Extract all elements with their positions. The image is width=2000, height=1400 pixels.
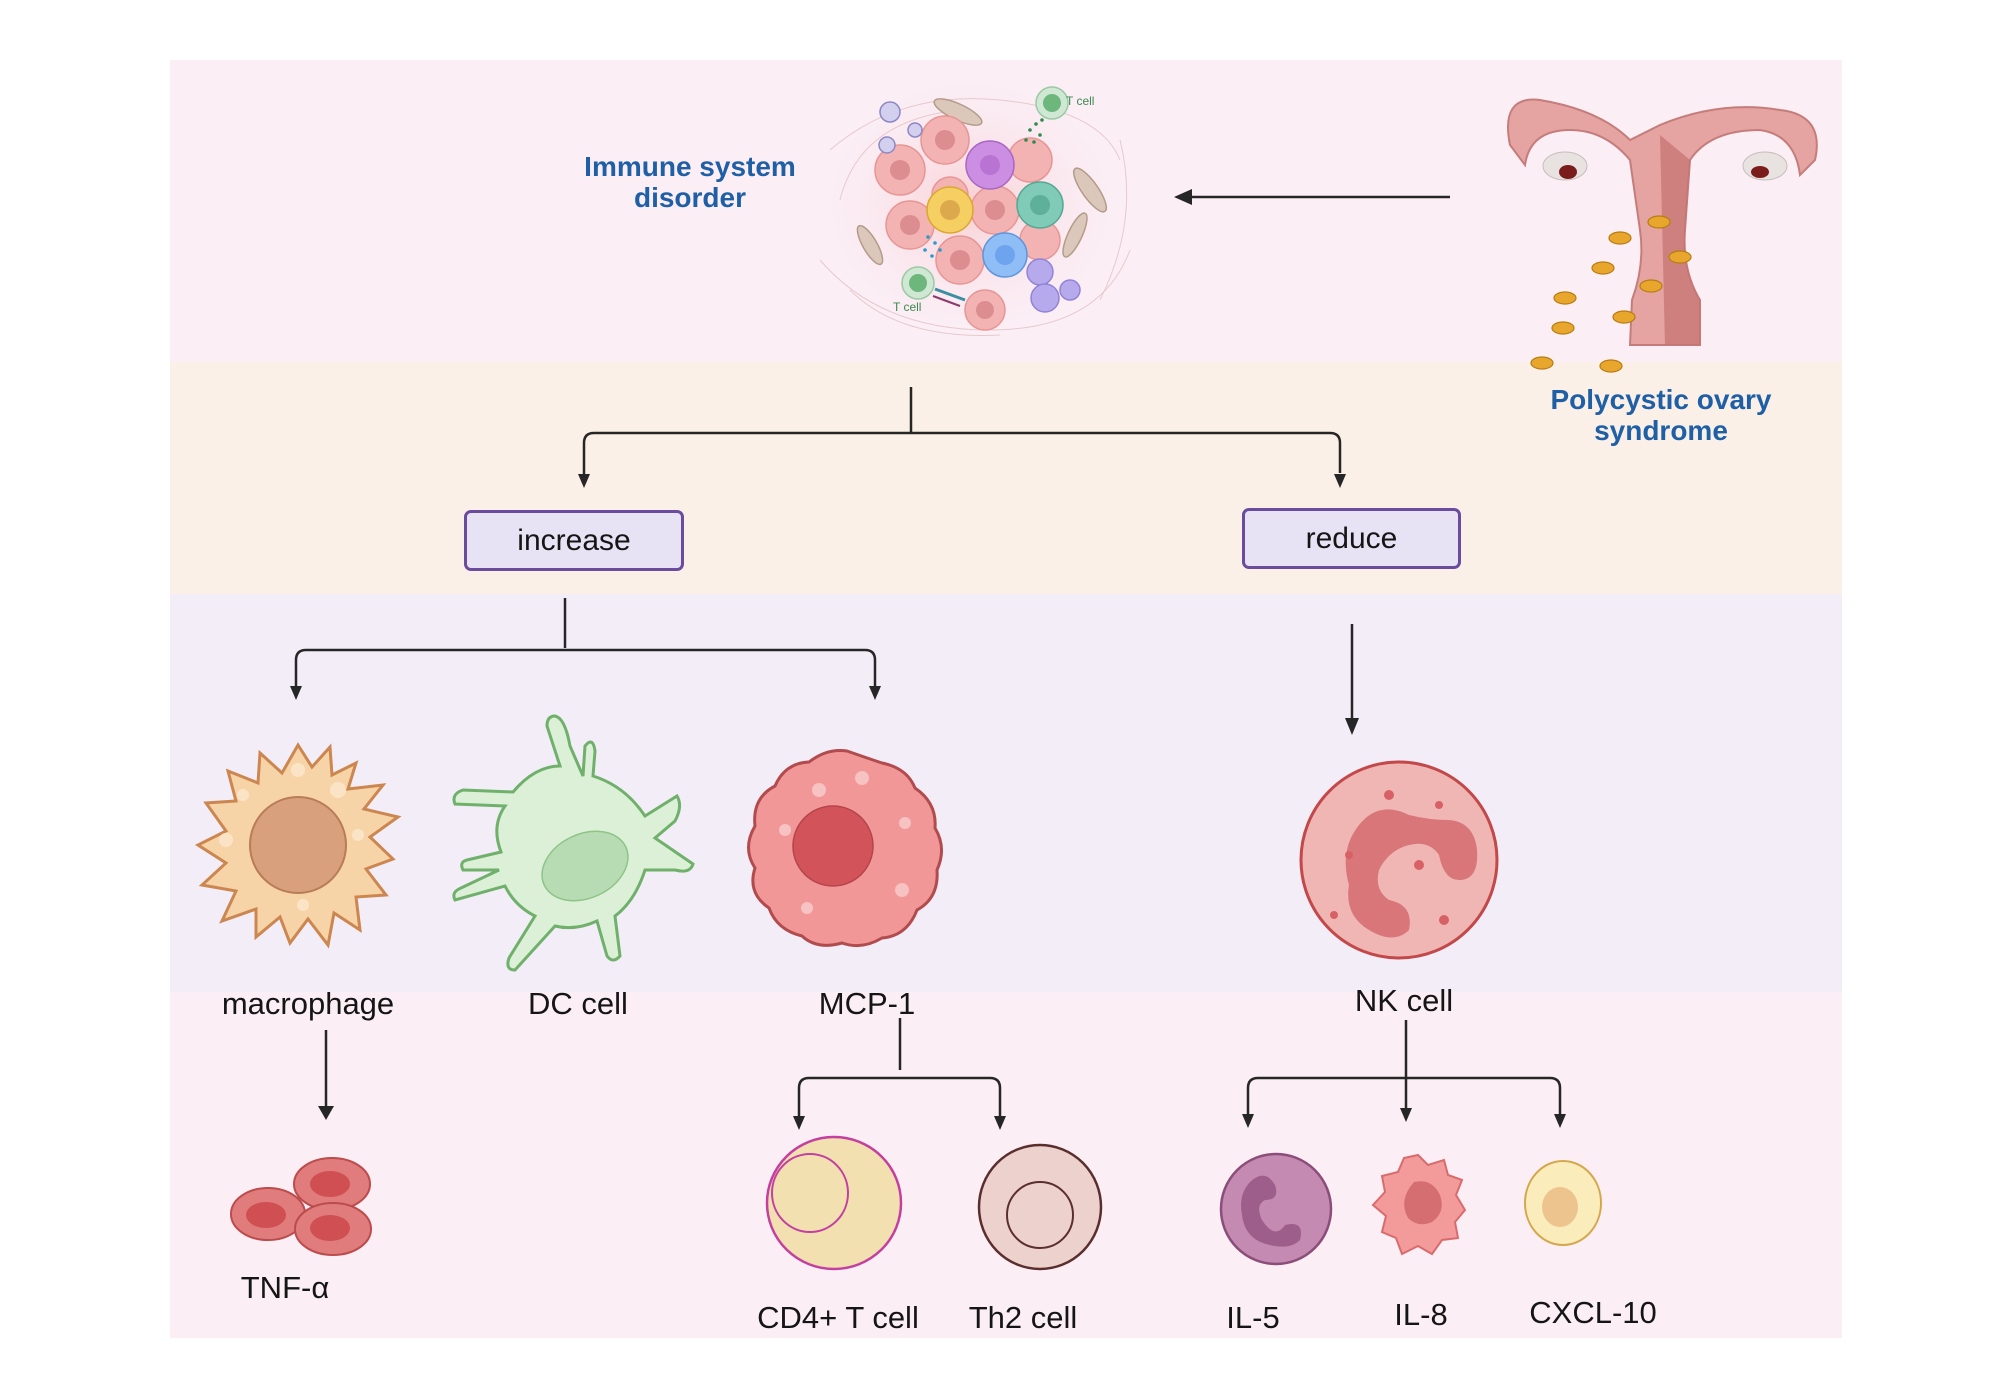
il8-cell-icon bbox=[1371, 1153, 1467, 1256]
uterus-ovary-illustration bbox=[1507, 98, 1818, 373]
red-blood-cells-icon bbox=[230, 1157, 372, 1256]
band-immune-cells bbox=[170, 594, 1842, 992]
il5-cell-icon bbox=[1219, 1152, 1333, 1266]
connectors bbox=[294, 195, 1562, 1120]
cd4-t-cell-label: CD4+ T cell bbox=[757, 1300, 919, 1335]
mcp1-cell-icon bbox=[747, 749, 943, 948]
pcos-title-line-1: Polycystic ovary bbox=[1550, 384, 1772, 415]
reduce-box: reduce bbox=[1242, 508, 1461, 569]
increase-box: increase bbox=[464, 510, 684, 571]
il8-label: IL-8 bbox=[1394, 1297, 1448, 1332]
t-cell-icon bbox=[901, 86, 1069, 307]
cxcl10-cell-icon bbox=[1524, 1160, 1602, 1246]
fibroblast-icon bbox=[856, 98, 1108, 266]
immune-system-disorder-title: Immune system disorder bbox=[584, 151, 796, 213]
cd4-t-cell-icon bbox=[765, 1135, 903, 1271]
arrowhead-left-icon bbox=[1174, 189, 1192, 205]
pcos-title-line-2: syndrome bbox=[1594, 415, 1728, 446]
arrowheads bbox=[290, 189, 1566, 1130]
pcos-title: Polycystic ovary syndrome bbox=[1550, 384, 1771, 446]
immune-title-line-2: disorder bbox=[633, 182, 747, 213]
nk-cell-label: NK cell bbox=[1354, 983, 1454, 1018]
cyst-icon bbox=[1530, 215, 1692, 373]
nk-cell-icon bbox=[1299, 760, 1499, 960]
dendritic-cell-icon bbox=[452, 714, 695, 972]
tnf-alpha-label: TNF-α bbox=[240, 1270, 330, 1305]
band-regulation bbox=[170, 362, 1842, 594]
il5-label: IL-5 bbox=[1226, 1300, 1280, 1335]
t-cell-label-bottom: T cell bbox=[893, 300, 922, 314]
cxcl10-label: CXCL-10 bbox=[1529, 1295, 1657, 1330]
t-cell-label-top: T cell bbox=[1066, 94, 1095, 108]
virus-icon bbox=[878, 101, 923, 154]
mcp1-label: MCP-1 bbox=[818, 986, 916, 1021]
immune-title-line-1: Immune system bbox=[584, 151, 796, 182]
macrophage-label: macrophage bbox=[221, 986, 395, 1021]
dc-cell-label: DC cell bbox=[528, 986, 628, 1021]
th2-cell-label: Th2 cell bbox=[968, 1300, 1078, 1335]
macrophage-icon bbox=[194, 742, 402, 949]
th2-cell-icon bbox=[977, 1143, 1103, 1271]
immune-microenvironment-illustration bbox=[810, 65, 1131, 345]
